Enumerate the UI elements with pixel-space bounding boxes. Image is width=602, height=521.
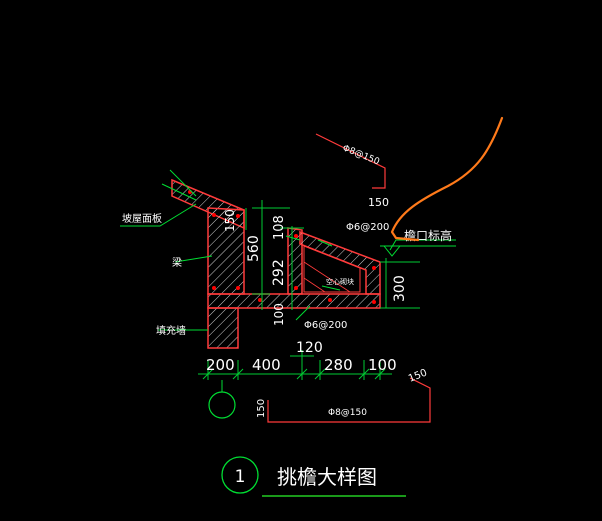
callout-hollow-block: 空心砌块 [326, 277, 354, 286]
dim-total-height: 560 [246, 235, 262, 262]
bottom-bar-spec: Φ8@150 [328, 408, 367, 418]
dim-width-2: 280 [324, 356, 353, 374]
annotation-arrow [390, 116, 504, 242]
bottom-rebar-bend: Φ8@150 150 150 [256, 367, 431, 423]
horizontal-dimensions [198, 350, 392, 380]
callout-slope-roof-panel: 坡屋面板 [122, 212, 162, 225]
elevation-marker [380, 245, 456, 257]
title-number: 1 [235, 467, 246, 487]
infill-wall-section [207, 307, 239, 349]
top-bar-spec: Φ8@150 [341, 144, 381, 168]
callout-beam: 梁 [172, 256, 182, 269]
callouts [120, 169, 456, 331]
dim-upright-top: 108 [272, 215, 287, 240]
dim-width-1: 400 [252, 356, 281, 374]
dim-top-slab: 150 [223, 209, 237, 232]
drawing-title: 1 挑檐大样图 [221, 456, 406, 497]
vertical-dim-texts: 150 560 108 292 100 300 [223, 209, 408, 326]
title-text: 挑檐大样图 [277, 465, 377, 489]
dim-slab-thickness: 100 [272, 303, 286, 326]
dim-width-3: 100 [368, 356, 397, 374]
vertical-dimensions [245, 200, 420, 310]
bottom-bar-left: 150 [256, 399, 267, 418]
dim-width-0: 200 [206, 356, 235, 374]
slab-bar-lower: Φ6@200 [304, 320, 347, 331]
hollow-block-fill [303, 245, 361, 293]
concrete-section [171, 178, 381, 349]
top-rebar-bend: Φ8@150 150 [315, 133, 389, 209]
eave-slab [207, 293, 381, 309]
dim-edge-height: 300 [392, 275, 408, 302]
top-bar-length: 150 [368, 196, 389, 209]
rebar-dots [188, 190, 376, 304]
callout-infill-wall: 填充墙 [156, 324, 186, 337]
slab-bar-upper: Φ6@200 [346, 222, 389, 233]
dim-row-top: 120 [296, 340, 323, 356]
horizontal-dim-texts: 120 200 400 280 100 [206, 340, 397, 374]
callout-eave-elevation: 檐口标高 [404, 228, 452, 243]
dim-upright-mid: 292 [271, 259, 287, 286]
axis-bubble [208, 391, 236, 419]
